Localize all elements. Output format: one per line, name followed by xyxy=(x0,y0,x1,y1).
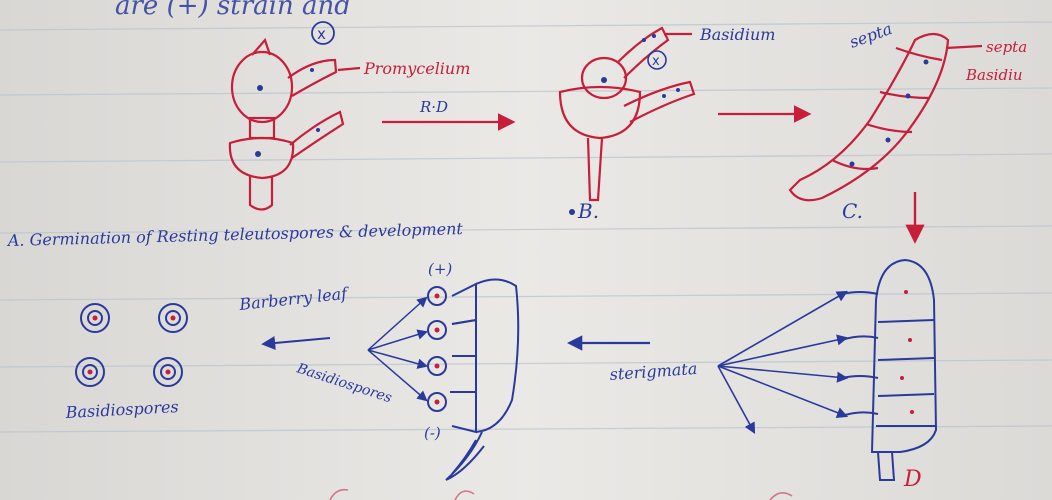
promycelium-label: Promycelium xyxy=(363,59,470,78)
svg-text:x: x xyxy=(317,25,326,43)
rd-label: R·D xyxy=(419,98,448,116)
basidium-right-label: Basidiu xyxy=(965,66,1023,84)
septa-right-label: septa xyxy=(986,38,1027,56)
svg-text:x: x xyxy=(652,54,660,69)
figure-c-label: C. xyxy=(842,199,863,223)
top-partial-text: are (+) strain and xyxy=(115,0,351,21)
figure-b-label: B. xyxy=(577,199,599,223)
basidium-label: Basidium xyxy=(699,25,775,44)
minus-mark: (-) xyxy=(424,424,441,442)
figure-d-label: D xyxy=(903,467,922,492)
plus-mark: (+) xyxy=(428,260,452,278)
